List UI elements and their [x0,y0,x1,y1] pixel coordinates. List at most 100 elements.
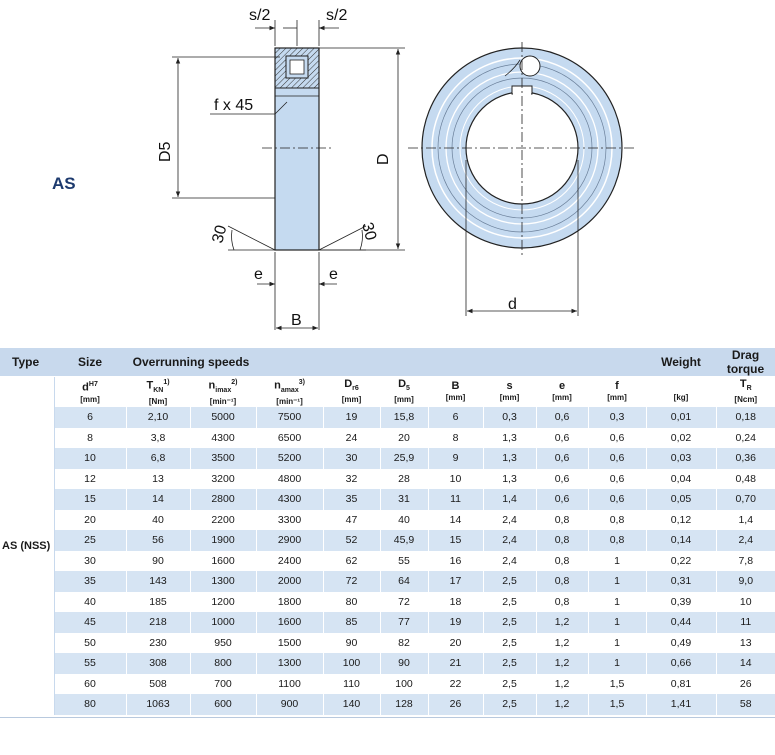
table-cell: 9 [427,448,484,469]
column-unit: [mm] [394,395,414,405]
table-cell: 1200 [189,591,257,612]
table-cell: 0,12 [645,509,717,530]
table-cell: 56 [125,530,190,551]
table-cell: 0,3 [587,407,647,428]
table-cell: 0,6 [587,448,647,469]
table-cell: 9,0 [715,571,775,592]
table-cell: 0,3 [482,407,537,428]
bore-label: d [508,296,517,313]
table-cell: 2,5 [482,694,537,715]
table-cell: 1600 [189,550,257,571]
table-cell: 20 [379,427,429,448]
table-cell: 6500 [255,427,324,448]
table-cell: 0,6 [587,489,647,510]
table-cell: 2,4 [482,509,537,530]
table-cell: 4800 [255,468,324,489]
table-cell: 26 [427,694,484,715]
table-cell: 0,8 [535,530,589,551]
column-unit: [mm] [607,393,627,402]
e-left-label: e [254,266,263,283]
table-cell: 1,4 [482,489,537,510]
dim-bore: d [465,160,579,316]
column-symbol-sub: KN [153,386,164,394]
table-cell: 1,3 [482,427,537,448]
column-unit: [mm] [552,393,572,402]
front-view [408,42,636,256]
table-cell: 3500 [189,448,257,469]
table-cell: 14 [715,653,775,674]
table-bottom-rule [0,717,775,718]
table-cell: 0,70 [715,489,775,510]
table-cell: 308 [125,653,190,674]
column-symbol-main: n [274,379,281,392]
table-body: AS (NSS)dH7[mm]TKN1)[Nm]nimax2)[min⁻¹]na… [0,376,775,715]
table-cell: 2,4 [482,530,537,551]
table-cell: 0,81 [645,673,717,694]
s-half-left-label: s/2 [249,7,270,24]
column-symbol-main: s [506,380,513,392]
table-cell: 10 [715,591,775,612]
column-symbol-main: T [146,379,154,392]
table-cell: 8 [427,427,484,448]
column-symbol: e [537,381,588,392]
table-cell: 64 [379,571,429,592]
table-cell: 0,49 [645,632,717,653]
column-symbol: TR [717,377,775,394]
table-cell: 1,2 [535,673,589,694]
table-cell: 1800 [255,591,324,612]
column-symbol-sup: H7 [88,381,98,389]
table-cell: 128 [379,694,429,715]
table-cell: 6 [427,407,484,428]
column-symbol: B [429,381,483,392]
table-cell: 17 [427,571,484,592]
table-cell: 90 [322,632,381,653]
table-cell: 5200 [255,448,324,469]
table-cell: 2400 [255,550,324,571]
table-cell: 55 [379,550,429,571]
table-cell: 100 [379,673,429,694]
column-header-5: D5[mm] [379,376,429,407]
table-cell: 950 [189,632,257,653]
column-unit: [mm] [341,395,362,405]
table-cell: 2,5 [482,673,537,694]
table-cell: 30 [322,448,381,469]
table-cell: 7,8 [715,550,775,571]
table-cell: 0,6 [535,489,589,510]
table-cell: 1,4 [715,509,775,530]
column-symbol-sup: 1) [163,379,170,387]
table-cell: 1,2 [535,612,589,633]
drag-torque-header: Drag torque [716,348,775,377]
table-cell: 0,8 [587,509,647,530]
table-cell: 0,8 [535,571,589,592]
table-cell: 15,8 [379,407,429,428]
table-cell: 8 [53,427,126,448]
column-symbol-main: T [739,377,747,390]
table-cell: 52 [322,530,381,551]
table-cell: 20 [427,632,484,653]
technical-drawing: s/2 s/2 f x 45 D5 D 30 30 [0,0,775,345]
table-cell: 1600 [255,612,324,633]
table-cell: 40 [379,509,429,530]
table-cell: 4300 [189,427,257,448]
table-cell: 80 [322,591,381,612]
table-cell: 218 [125,612,190,633]
column-symbol-main: n [208,379,216,392]
table-cell: 0,6 [587,427,647,448]
table-cell: 2,5 [482,632,537,653]
e-right-label: e [329,266,338,283]
table-cell: 1100 [255,673,324,694]
column-header-2: nimax2)[min⁻¹] [189,376,257,407]
table-cell: 72 [379,591,429,612]
table-cell: 1,2 [535,694,589,715]
table-cell: 100 [322,653,381,674]
size-header: Size [54,348,126,377]
